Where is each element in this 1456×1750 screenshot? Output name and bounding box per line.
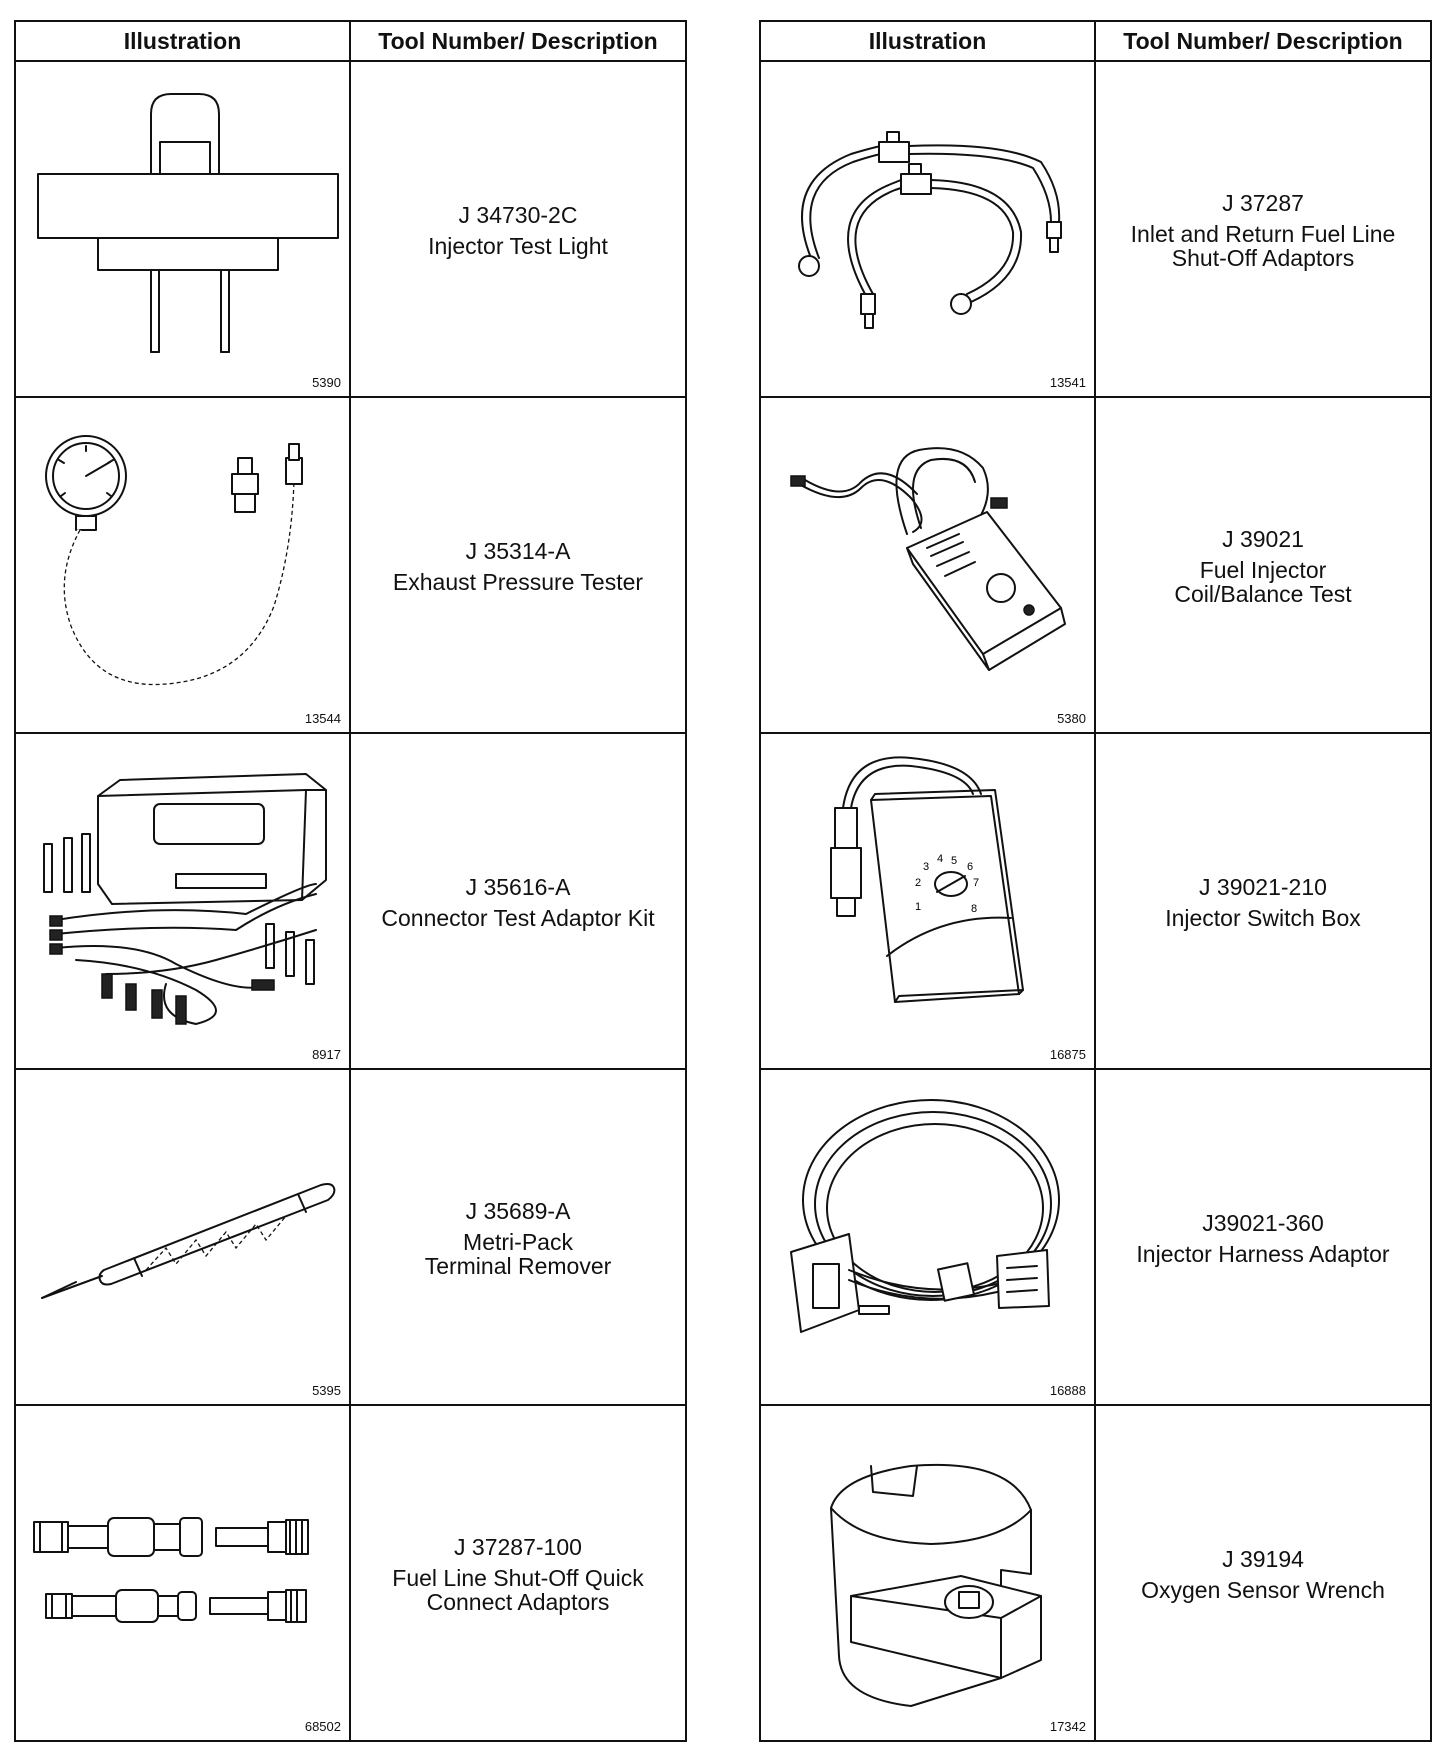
table-row: 5395 J 35689-A Metri-Pack Terminal Remov…	[14, 1068, 687, 1406]
tool-number: J 35314-A	[465, 538, 571, 564]
table-row: 13541 J 37287 Inlet and Return Fuel Line…	[759, 60, 1432, 398]
exhaust-pressure-tester-illustration	[16, 398, 349, 732]
tool-table-left: Illustration Tool Number/ Description	[14, 20, 687, 1742]
dial-number: 2	[915, 877, 921, 889]
table-row: 1 2 3 4 5 6 7 8 16875 J 39021-210 Inject…	[759, 732, 1432, 1070]
tool-description: Injector Switch Box	[1165, 905, 1361, 931]
fuel-line-shutoff-adaptors-illustration	[761, 62, 1094, 396]
tool-number: J 35616-A	[465, 874, 571, 900]
table-row: 16888 J39021-360 Injector Harness Adapto…	[759, 1068, 1432, 1406]
table-row: 5380 J 39021 Fuel Injector Coil/Balance …	[759, 396, 1432, 734]
table-row: 17342 J 39194 Oxygen Sensor Wrench	[759, 1404, 1432, 1742]
tool-description: Injector Harness Adaptor	[1136, 1241, 1390, 1267]
illustration-cell: 68502	[14, 1404, 351, 1742]
dial-number: 1	[915, 901, 921, 913]
tool-number: J 37287	[1222, 190, 1304, 216]
figure-number: 5390	[312, 375, 341, 390]
tool-description-line-2: Terminal Remover	[424, 1253, 612, 1279]
tool-description: Exhaust Pressure Tester	[392, 569, 644, 595]
tool-description: Connector Test Adaptor Kit	[381, 905, 655, 931]
tool-number: J 39021-210	[1199, 874, 1327, 900]
tool-table-right: Illustration Tool Number/ Description	[759, 20, 1432, 1742]
injector-test-light-illustration	[16, 62, 349, 396]
description-cell: J 37287 Inlet and Return Fuel Line Shut-…	[1094, 60, 1432, 398]
coil-balance-tester-illustration	[761, 398, 1094, 732]
description-cell: J 35689-A Metri-Pack Terminal Remover	[349, 1068, 687, 1406]
table-row: 5390 J 34730-2C Injector Test Light	[14, 60, 687, 398]
dial-number: 8	[971, 903, 977, 915]
description-cell: J 35314-A Exhaust Pressure Tester	[349, 396, 687, 734]
figure-number: 16875	[1049, 1047, 1086, 1062]
header-row: Illustration Tool Number/ Description	[14, 20, 687, 62]
illustration-cell: 16888	[759, 1068, 1096, 1406]
figure-number: 16888	[1049, 1383, 1086, 1398]
figure-number: 68502	[304, 1719, 341, 1734]
description-cell: J 39021-210 Injector Switch Box	[1094, 732, 1432, 1070]
illustration-cell: 5395	[14, 1068, 351, 1406]
table-row: 68502 J 37287-100 Fuel Line Shut-Off Qui…	[14, 1404, 687, 1742]
terminal-remover-illustration	[16, 1070, 349, 1404]
dial-number: 7	[973, 877, 979, 889]
tool-number: J 39021	[1222, 526, 1304, 552]
description-cell: J 39021 Fuel Injector Coil/Balance Test	[1094, 396, 1432, 734]
figure-number: 8917	[312, 1047, 341, 1062]
tool-number: J39021-360	[1202, 1210, 1324, 1236]
description-cell: J 37287-100 Fuel Line Shut-Off Quick Con…	[349, 1404, 687, 1742]
oxygen-sensor-wrench-illustration	[761, 1406, 1094, 1740]
illustration-cell: 1 2 3 4 5 6 7 8 16875	[759, 732, 1096, 1070]
illustration-cell: 5390	[14, 60, 351, 398]
connector-test-adaptor-kit-illustration	[16, 734, 349, 1068]
tool-number: J 35689-A	[465, 1198, 571, 1224]
description-cell: J 34730-2C Injector Test Light	[349, 60, 687, 398]
table-row: 8917 J 35616-A Connector Test Adaptor Ki…	[14, 732, 687, 1070]
tool-number: J 39194	[1222, 1546, 1304, 1572]
tool-description-line-2: Shut-Off Adaptors	[1171, 245, 1355, 271]
illustration-cell: 13541	[759, 60, 1096, 398]
tool-description: Metri-Pack	[463, 1229, 573, 1255]
description-cell: J 35616-A Connector Test Adaptor Kit	[349, 732, 687, 1070]
figure-number: 13544	[304, 711, 341, 726]
tool-description: Fuel Injector	[1199, 557, 1327, 583]
tool-description: Oxygen Sensor Wrench	[1141, 1577, 1385, 1603]
tool-description: Fuel Line Shut-Off Quick	[392, 1565, 644, 1591]
tool-description-line-2: Coil/Balance Test	[1174, 581, 1352, 607]
injector-switch-box-illustration: 1 2 3 4 5 6 7 8	[761, 734, 1094, 1068]
tool-description: Inlet and Return Fuel Line	[1130, 221, 1396, 247]
tool-number: J 34730-2C	[458, 202, 578, 228]
dial-number: 5	[951, 855, 957, 867]
tool-number: J 37287-100	[454, 1534, 582, 1560]
header-illustration: Illustration	[14, 20, 351, 62]
dial-number: 3	[923, 861, 929, 873]
illustration-cell: 13544	[14, 396, 351, 734]
tool-description-line-2: Connect Adaptors	[426, 1589, 610, 1615]
illustration-cell: 5380	[759, 396, 1096, 734]
figure-number: 17342	[1049, 1719, 1086, 1734]
tool-description: Injector Test Light	[428, 233, 608, 259]
figure-number: 13541	[1049, 375, 1086, 390]
injector-harness-adaptor-illustration	[761, 1070, 1094, 1404]
header-row: Illustration Tool Number/ Description	[759, 20, 1432, 62]
description-cell: J39021-360 Injector Harness Adaptor	[1094, 1068, 1432, 1406]
quick-connect-adaptors-illustration	[16, 1406, 349, 1740]
description-cell: J 39194 Oxygen Sensor Wrench	[1094, 1404, 1432, 1742]
dial-number: 4	[937, 853, 943, 865]
header-tool-description: Tool Number/ Description	[349, 20, 687, 62]
header-tool-description: Tool Number/ Description	[1094, 20, 1432, 62]
table-row: 13544 J 35314-A Exhaust Pressure Tester	[14, 396, 687, 734]
illustration-cell: 17342	[759, 1404, 1096, 1742]
figure-number: 5380	[1057, 711, 1086, 726]
dial-number: 6	[967, 861, 973, 873]
header-illustration: Illustration	[759, 20, 1096, 62]
figure-number: 5395	[312, 1383, 341, 1398]
illustration-cell: 8917	[14, 732, 351, 1070]
